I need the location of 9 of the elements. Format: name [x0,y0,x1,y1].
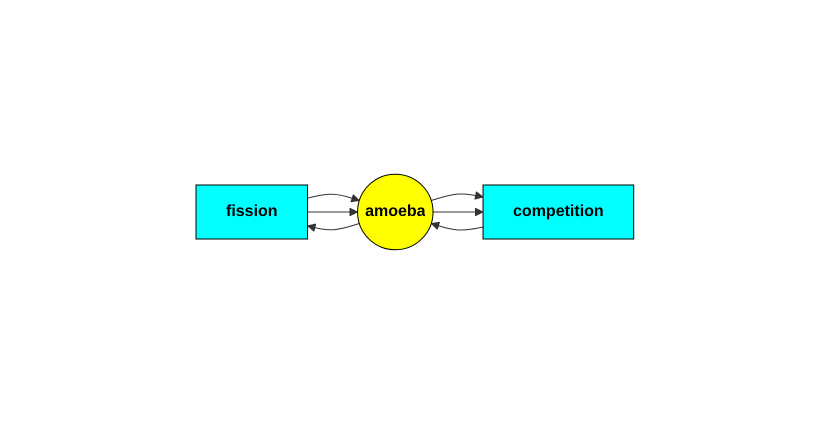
arrow [306,208,358,216]
node-box: fission [195,184,308,240]
arrow [432,208,484,216]
node-circle: amoeba [356,174,434,250]
node-box: competition [482,184,634,240]
arrow [306,222,360,232]
arrow [306,194,360,202]
arrow [430,191,484,202]
arrow [430,222,484,230]
